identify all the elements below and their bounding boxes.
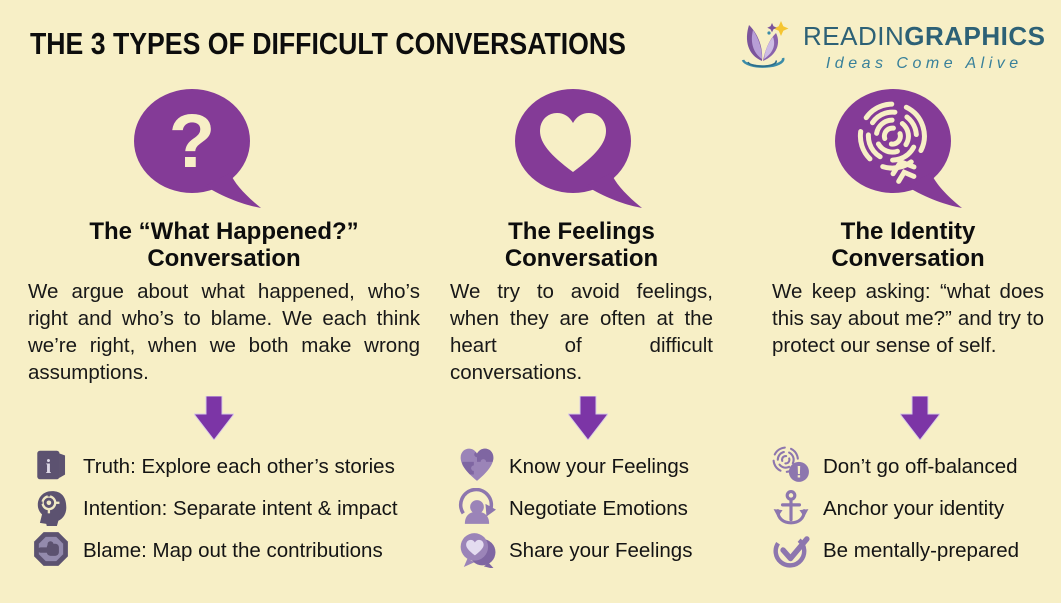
list-item-label: Share your Feelings <box>509 539 693 562</box>
list-item: Be mentally-prepared <box>772 532 1044 570</box>
heart-bubble-icon <box>512 88 652 214</box>
readinggraphics-logo: READINGRAPHICS Ideas Come Alive <box>736 13 1046 80</box>
list-item-label: Be mentally-prepared <box>823 539 1019 562</box>
list-item: Intention: Separate intent & impact <box>32 490 420 528</box>
column-bullets: ! Don’t go off-balanced Anchor you <box>772 446 1044 570</box>
person-cycle-icon <box>458 487 496 531</box>
pointing-hand-octagon-icon <box>32 530 70 573</box>
list-item: Share your Feelings <box>458 532 713 570</box>
logo-text: READINGRAPHICS Ideas Come Alive <box>803 21 1046 73</box>
readinggraphics-book-logo-icon <box>736 13 794 80</box>
list-item-label: Negotiate Emotions <box>509 497 688 520</box>
list-item-label: Truth: Explore each other’s stories <box>83 455 395 478</box>
fingerprint-alert-icon: ! <box>772 446 810 489</box>
heart-speech-icon <box>458 530 496 573</box>
list-item: Negotiate Emotions <box>458 487 713 531</box>
list-item-label: Know your Feelings <box>509 455 690 478</box>
info-booklet-icon: i <box>32 446 70 489</box>
puzzle-heart-icon <box>458 446 496 489</box>
down-arrow-icon <box>566 395 609 445</box>
svg-text:?: ? <box>169 99 215 184</box>
anchor-icon <box>772 488 810 531</box>
list-item-label: Anchor your identity <box>823 497 1005 520</box>
brand-tagline: Ideas Come Alive <box>825 54 1023 72</box>
list-item: Anchor your identity <box>772 488 1044 531</box>
brand-wordmark: READINGRAPHICS <box>803 20 1046 51</box>
page-title: THE 3 TYPES OF DIFFICULT CONVERSATIONS <box>30 26 626 61</box>
down-arrow-icon <box>192 395 236 445</box>
svg-text:i: i <box>46 455 52 477</box>
list-item: Know your Feelings <box>458 448 713 486</box>
column-bullets: Know your Feelings Negotiate Emotions <box>458 448 713 570</box>
column-body: We try to avoid feelings, when they are … <box>450 280 713 384</box>
list-item-label: Blame: Map out the contributions <box>83 539 383 562</box>
svg-text:!: ! <box>796 462 802 481</box>
list-item-label: Don’t go off-balanced <box>823 455 1018 478</box>
down-arrow-icon <box>898 395 942 445</box>
list-item: Blame: Map out the contributions <box>32 530 420 573</box>
list-item: ! Don’t go off-balanced <box>772 446 1044 489</box>
column-bullets: i Truth: Explore each other’s stories In… <box>32 448 420 570</box>
list-item-label: Intention: Separate intent & impact <box>83 497 398 520</box>
fingerprint-bubble-icon <box>832 88 972 214</box>
column-body: We keep asking: “what does this say abou… <box>772 280 1044 357</box>
column-what-happened: ? The “What Happened?”Conversation We ar… <box>28 88 420 588</box>
head-target-icon <box>32 488 70 531</box>
column-title: The “What Happened?”Conversation <box>89 218 359 272</box>
list-item: i Truth: Explore each other’s stories <box>32 448 420 486</box>
check-circle-icon <box>772 530 810 573</box>
column-body: We argue about what happened, who’s righ… <box>28 280 420 384</box>
question-bubble-icon: ? <box>131 88 271 214</box>
